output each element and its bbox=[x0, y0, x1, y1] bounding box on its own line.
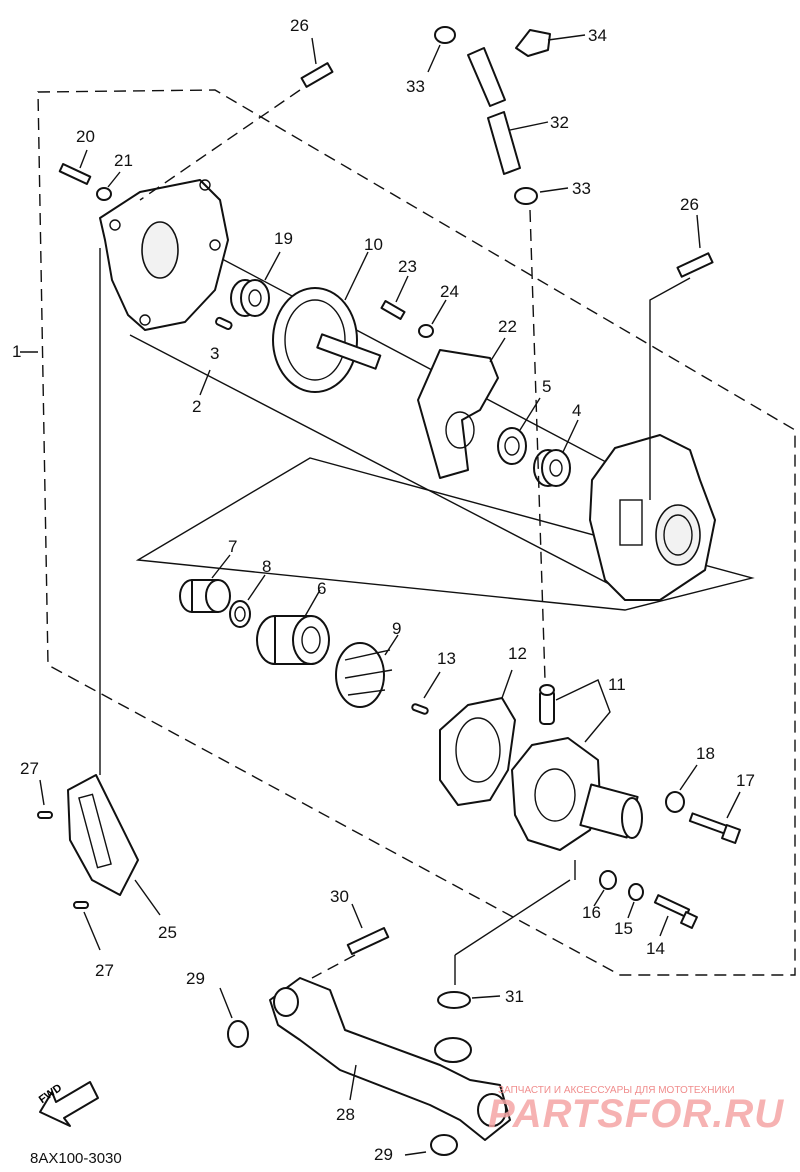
part-9-impeller bbox=[335, 634, 399, 708]
part-21-washer bbox=[96, 171, 121, 201]
part-main-housing bbox=[589, 434, 716, 601]
part-5-seal bbox=[497, 397, 541, 465]
callout-19: 19 bbox=[274, 229, 293, 248]
part-25-gasket bbox=[67, 248, 161, 916]
part-12-gasket bbox=[439, 669, 516, 806]
callout-7: 7 bbox=[228, 537, 238, 556]
watermark-logo: PARTSFOR.RU bbox=[488, 1092, 785, 1136]
callout-11: 11 bbox=[608, 675, 626, 694]
part-31-oring bbox=[437, 991, 501, 1009]
callout-30: 30 bbox=[330, 887, 349, 906]
part-30-bolt bbox=[311, 903, 390, 979]
callout-20: 20 bbox=[76, 127, 95, 146]
callout-4: 4 bbox=[572, 401, 582, 420]
callout-25: 25 bbox=[158, 923, 177, 942]
part-11-pipe bbox=[539, 679, 611, 743]
callout-14: 14 bbox=[646, 939, 665, 958]
part-14-bolt bbox=[653, 894, 698, 937]
part-24-nut bbox=[418, 299, 447, 338]
callout-21: 21 bbox=[114, 151, 133, 170]
callout-26-top: 26 bbox=[290, 16, 309, 35]
callout-23: 23 bbox=[398, 257, 417, 276]
part-27-dowel-bottom bbox=[73, 901, 101, 951]
part-26-bolt-top bbox=[139, 37, 334, 201]
part-22-plate bbox=[417, 337, 506, 479]
callout-16: 16 bbox=[582, 903, 601, 922]
part-18-washer bbox=[665, 764, 698, 813]
part-19-bearing bbox=[230, 251, 281, 317]
callout-33-top: 33 bbox=[406, 77, 425, 96]
callout-22: 22 bbox=[498, 317, 517, 336]
part-33-clamp-top bbox=[427, 26, 456, 73]
part-28-water-pipe bbox=[269, 977, 511, 1141]
part-33-clamp-mid bbox=[514, 187, 569, 681]
part-8-ring bbox=[229, 574, 266, 628]
callout-27-top: 27 bbox=[20, 759, 39, 778]
callout-3: 3 bbox=[210, 344, 220, 363]
assembly-dashed-outline bbox=[37, 89, 796, 976]
callout-2: 2 bbox=[192, 397, 202, 416]
inner-group-outline bbox=[135, 457, 755, 611]
callout-17: 17 bbox=[736, 771, 755, 790]
callout-27-bottom: 27 bbox=[95, 961, 114, 980]
callout-8: 8 bbox=[262, 557, 272, 576]
callout-28: 28 bbox=[336, 1105, 355, 1124]
callout-34: 34 bbox=[588, 26, 607, 45]
callout-13: 13 bbox=[437, 649, 456, 668]
watermark-text: ЗАПЧАСТИ И АКСЕССУАРЫ ДЛЯ МОТОТЕХНИКИ bbox=[498, 1085, 735, 1096]
part-29-oring-top bbox=[219, 987, 249, 1048]
part-23-bolt bbox=[380, 275, 409, 320]
part-20-bolt bbox=[58, 149, 92, 185]
part-34-clip bbox=[515, 29, 586, 57]
part-10-gear-shaft bbox=[272, 251, 382, 393]
callout-29-top: 29 bbox=[186, 969, 205, 988]
part-3-dowel bbox=[199, 316, 233, 396]
part-4-bearing bbox=[533, 419, 579, 487]
part-27-dowel-top bbox=[37, 779, 53, 819]
part-6-mechanical-seal bbox=[256, 589, 330, 665]
part-16-washer bbox=[593, 870, 617, 907]
part-pump-body bbox=[454, 737, 643, 985]
part-29-oring-bottom bbox=[404, 1134, 458, 1156]
callout-12: 12 bbox=[508, 644, 527, 663]
fwd-arrow-icon bbox=[39, 1081, 99, 1127]
callout-26-right: 26 bbox=[680, 195, 699, 214]
part-cover-housing bbox=[99, 179, 229, 331]
callout-29-bottom: 29 bbox=[374, 1145, 393, 1164]
callout-31: 31 bbox=[505, 987, 524, 1006]
part-13-pin bbox=[411, 671, 441, 715]
callout-24: 24 bbox=[440, 282, 459, 301]
diagram-code: 8AX100-3030 bbox=[30, 1150, 122, 1167]
callout-10: 10 bbox=[364, 235, 383, 254]
callout-32: 32 bbox=[550, 113, 569, 132]
part-17-bolt bbox=[688, 791, 741, 844]
part-7-collar bbox=[179, 554, 231, 613]
callout-18: 18 bbox=[696, 744, 715, 763]
part-26-bolt-right bbox=[649, 214, 714, 500]
callout-6: 6 bbox=[317, 579, 327, 598]
callout-33-mid: 33 bbox=[572, 179, 591, 198]
part-32-hose bbox=[467, 47, 549, 175]
callout-5: 5 bbox=[542, 377, 552, 396]
part-15-nut bbox=[627, 883, 644, 919]
callout-9: 9 bbox=[392, 619, 402, 638]
callout-15: 15 bbox=[614, 919, 633, 938]
callout-1: 1 bbox=[12, 342, 22, 361]
